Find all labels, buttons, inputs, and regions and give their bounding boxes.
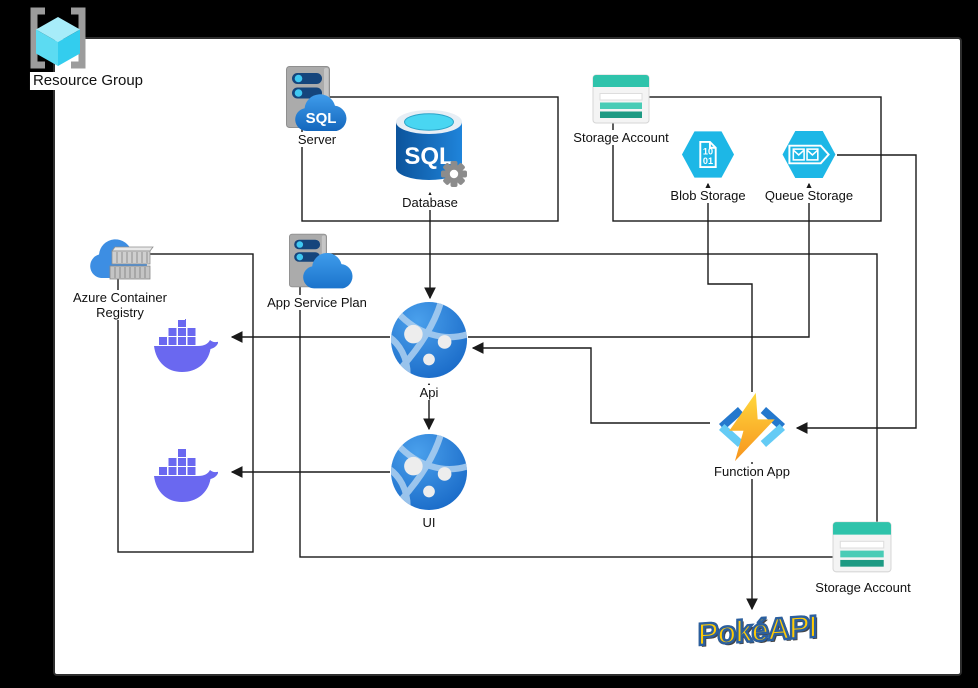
sql-cloud-text: SQL — [306, 110, 337, 127]
container-registry-icon — [88, 238, 154, 295]
docker-whale-icon-1 — [152, 316, 219, 379]
function-app-icon — [710, 391, 794, 468]
queue-envelopes-icon — [788, 144, 830, 165]
api-globe-icon — [390, 301, 468, 384]
shipping-container-icon — [109, 246, 154, 280]
label-container-registry: Azure Container Registry — [55, 290, 185, 320]
code-brackets-icon — [718, 406, 786, 448]
label-api: Api — [416, 385, 442, 400]
label-resource-group: Resource Group — [29, 72, 147, 90]
docker-whale-icon-2 — [152, 446, 219, 509]
ui-globe-icon — [390, 433, 468, 516]
app-service-cloud-icon — [302, 251, 354, 296]
blob-doc-text2: 01 — [703, 156, 713, 166]
label-ui: UI — [419, 515, 439, 530]
connector-function-blob — [702, 182, 753, 392]
bracket-right-icon — [71, 7, 86, 69]
sql-cloud-icon: SQL — [294, 93, 348, 138]
queue-storage-icon — [781, 130, 837, 184]
label-storage-account-bottom: Storage Account — [812, 580, 914, 595]
cube-icon — [36, 17, 80, 66]
blob-doc-text1: 10 — [703, 147, 713, 157]
connector-function-api — [471, 342, 710, 424]
box-app-service-plan — [299, 253, 878, 558]
label-function-app: Function App — [711, 464, 793, 479]
connector-api-queue — [468, 182, 815, 338]
box-storage-account — [612, 96, 882, 222]
label-database: Database — [399, 195, 461, 210]
label-app-service-plan: App Service Plan — [264, 295, 370, 310]
label-server: Server — [294, 132, 340, 147]
blob-storage-icon: 10 01 — [681, 130, 735, 184]
label-queue-storage: Queue Storage — [761, 188, 857, 203]
connector-queue-function — [795, 154, 917, 434]
box-container-registry — [117, 253, 254, 553]
gear-icon — [441, 161, 467, 187]
storage-account-bottom-icon — [832, 521, 892, 578]
storage-account-top-icon — [592, 74, 650, 129]
lightning-bolt-icon — [729, 392, 775, 462]
document-icon — [699, 141, 717, 168]
label-blob-storage: Blob Storage — [667, 188, 749, 203]
label-storage-account-top: Storage Account — [570, 130, 672, 145]
bracket-left-icon — [30, 7, 45, 69]
sql-database-icon: SQL — [390, 108, 474, 199]
resource-group-icon — [26, 6, 90, 75]
